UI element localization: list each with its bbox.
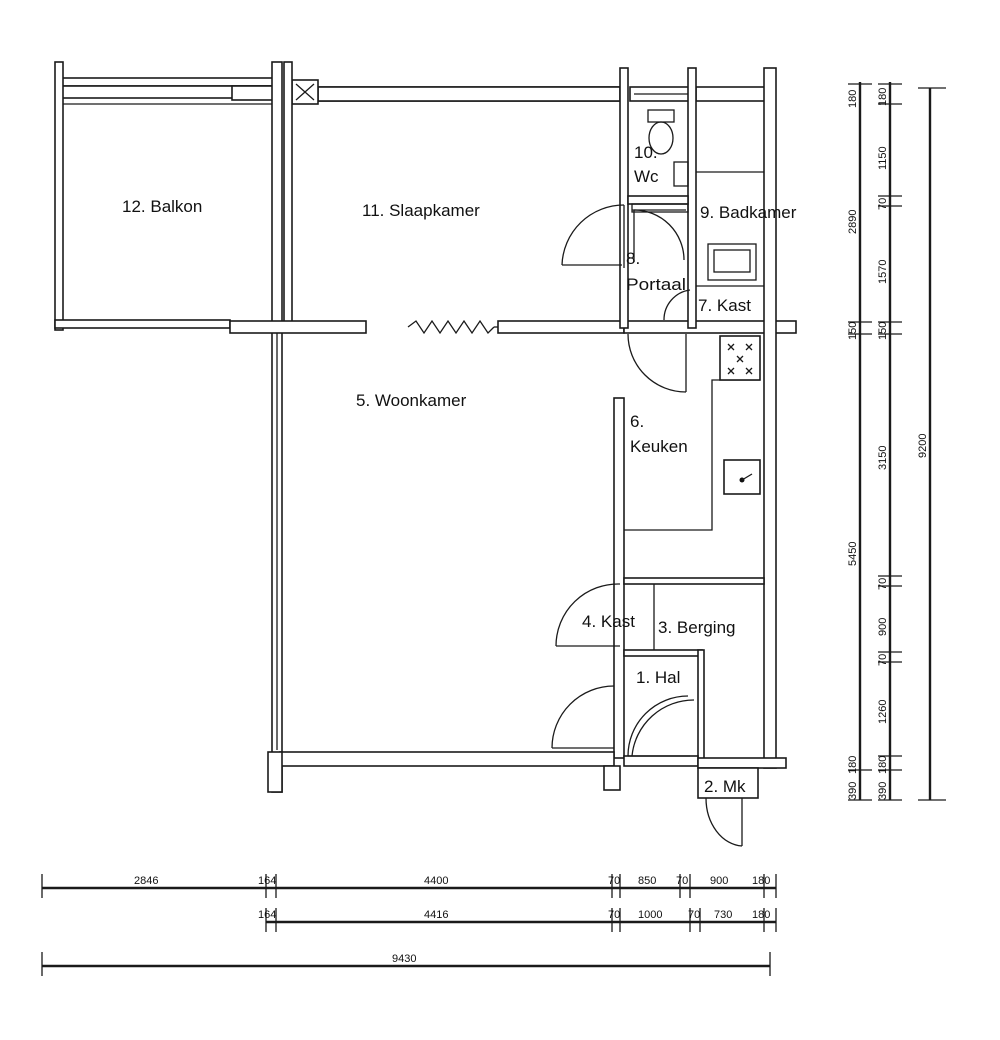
label-hal: 1. Hal <box>636 668 680 687</box>
label-kast-7: 7. Kast <box>698 296 751 315</box>
walls <box>54 61 797 799</box>
kitchen-sink-icon <box>739 473 753 483</box>
dim-bottom-1-8: 180 <box>752 875 770 887</box>
dim-right-2-bottom-a: 180 <box>847 756 859 774</box>
label-woonkamer: 5. Woonkamer <box>356 391 467 410</box>
dim-right-1-8: 900 <box>877 618 889 636</box>
label-kast-4: 4. Kast <box>582 612 635 631</box>
label-wc: Wc <box>634 167 659 186</box>
dim-right-1-9: 70 <box>877 654 889 666</box>
dim-bottom-2-6: 730 <box>714 909 732 921</box>
fixtures <box>631 109 757 483</box>
basin-icon <box>673 161 689 187</box>
dimension-lines-bottom: 2846 164 4400 70 850 70 900 180 164 4416… <box>41 874 777 976</box>
dim-right-1-6: 3150 <box>877 446 889 470</box>
dim-bottom-1-6: 70 <box>676 875 688 887</box>
dim-bottom-2-2: 4416 <box>424 909 448 921</box>
label-badkamer: 9. Badkamer <box>700 203 797 222</box>
dim-bottom-1-1: 2846 <box>134 875 158 887</box>
room-labels: 12. Balkon 11. Slaapkamer 10. Wc 9. Badk… <box>122 143 797 796</box>
label-portaal-number: 8. <box>626 249 640 268</box>
dim-bottom-2-3: 70 <box>608 909 620 921</box>
toilet-icon <box>647 109 675 155</box>
dim-bottom-2-4: 1000 <box>638 909 662 921</box>
dim-right-2-top: 180 <box>847 90 859 108</box>
label-keuken-number: 6. <box>630 412 644 431</box>
dim-bottom-1-4: 70 <box>608 875 620 887</box>
dim-bottom-total: 9430 <box>392 953 416 965</box>
label-slaapkamer: 11. Slaapkamer <box>362 201 480 220</box>
dim-bottom-2-1: 164 <box>258 909 276 921</box>
label-meterkast: 2. Mk <box>704 777 746 796</box>
dim-right-1-3: 70 <box>877 198 889 210</box>
dim-right-2-bottom-b: 390 <box>847 782 859 800</box>
cooktop-icon <box>727 343 753 375</box>
dim-right-1-12: 390 <box>877 782 889 800</box>
dim-bottom-1-3: 4400 <box>424 875 448 887</box>
dimension-lines-right: 180 1150 70 1570 150 3150 70 900 70 1260… <box>847 82 946 801</box>
label-balkon: 12. Balkon <box>122 197 202 216</box>
dim-right-1-5: 150 <box>877 322 889 340</box>
dim-right-total: 9200 <box>917 434 929 458</box>
doors <box>551 204 743 847</box>
dim-right-2-1: 2890 <box>847 210 859 234</box>
dim-right-1-4: 1570 <box>877 260 889 284</box>
dim-bottom-1-5: 850 <box>638 875 656 887</box>
label-wc-number: 10. <box>634 143 658 162</box>
label-portaal: Portaal <box>626 275 686 294</box>
dim-right-2-3: 5450 <box>847 542 859 566</box>
sink-icon <box>707 243 757 281</box>
label-berging: 3. Berging <box>658 618 736 637</box>
dim-bottom-2-7: 180 <box>752 909 770 921</box>
dim-bottom-1-7: 900 <box>710 875 728 887</box>
dim-right-1-7: 70 <box>877 578 889 590</box>
dim-right-2-2: 150 <box>847 322 859 340</box>
label-keuken: Keuken <box>630 437 688 456</box>
dim-bottom-2-5: 70 <box>688 909 700 921</box>
dim-right-1-10: 1260 <box>877 700 889 724</box>
dim-bottom-1-2: 164 <box>258 875 276 887</box>
dim-right-1-2: 1150 <box>877 146 889 170</box>
dim-right-1-1: 180 <box>877 88 889 106</box>
dim-right-1-11: 180 <box>877 756 889 774</box>
